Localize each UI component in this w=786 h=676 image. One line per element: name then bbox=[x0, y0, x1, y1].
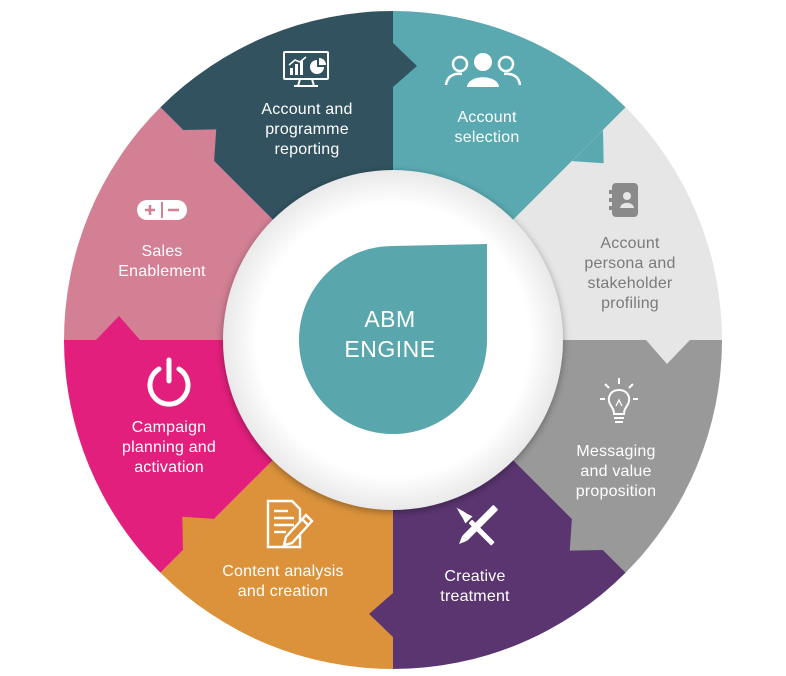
label-line: Sales bbox=[141, 243, 182, 260]
label-line: Campaign bbox=[132, 419, 207, 436]
address-book-icon bbox=[609, 183, 638, 217]
segments-layer bbox=[63, 10, 723, 670]
segment-label-account-selection: Account selection bbox=[455, 109, 520, 146]
power-icon bbox=[147, 357, 191, 407]
label-line: Account bbox=[600, 235, 660, 252]
label-line: Account and bbox=[261, 101, 352, 118]
label-line: selection bbox=[455, 129, 520, 146]
segment-sales-enablement bbox=[63, 106, 287, 341]
label-line: programme bbox=[265, 121, 349, 138]
segment-campaign-planning-activation bbox=[63, 340, 287, 574]
label-line: Messaging bbox=[576, 443, 655, 460]
segment-label-account-persona-profiling: Account persona and stakeholder profilin… bbox=[584, 235, 675, 312]
dashboard-monitor-icon bbox=[283, 51, 329, 87]
lightbulb-icon bbox=[600, 378, 638, 423]
label-line: profiling bbox=[601, 295, 659, 312]
tab-content-analysis-creation bbox=[182, 516, 215, 551]
label-line: reporting bbox=[275, 141, 340, 158]
tab-campaign-planning-activation bbox=[96, 316, 140, 340]
plus-minus-pill-icon bbox=[137, 200, 187, 220]
connector-tabs bbox=[96, 43, 690, 637]
segment-label-account-programme-reporting: Account and programme reporting bbox=[261, 101, 352, 158]
segment-content-analysis-creation bbox=[159, 446, 393, 670]
segment-label-campaign-planning-activation: Campaign planning and activation bbox=[122, 419, 216, 476]
label-line: persona and bbox=[584, 255, 675, 272]
tab-messaging-value-proposition bbox=[569, 518, 604, 551]
label-line: Account bbox=[457, 109, 517, 126]
tab-sales-enablement bbox=[182, 129, 217, 162]
label-line: treatment bbox=[440, 588, 510, 605]
pencil-brush-icon bbox=[456, 505, 498, 546]
segment-label-messaging-value-proposition: Messaging and value proposition bbox=[576, 443, 656, 500]
label-line: proposition bbox=[576, 483, 656, 500]
tab-account-programme-reporting bbox=[393, 43, 417, 87]
label-line: planning and bbox=[122, 439, 216, 456]
center-title-line-2: ENGINE bbox=[344, 336, 435, 362]
segment-account-programme-reporting bbox=[159, 10, 393, 234]
label-line: activation bbox=[134, 459, 204, 476]
label-line: and value bbox=[580, 463, 651, 480]
segment-account-persona-profiling bbox=[499, 106, 723, 341]
segment-account-selection bbox=[393, 10, 627, 234]
segment-label-content-analysis-creation: Content analysis and creation bbox=[222, 563, 344, 600]
segment-messaging-value-proposition bbox=[499, 340, 723, 574]
segment-creative-treatment bbox=[393, 446, 627, 670]
segment-label-sales-enablement: Sales Enablement bbox=[118, 243, 206, 280]
center-title-line-1: ABM bbox=[364, 306, 415, 332]
label-line: Content analysis bbox=[222, 563, 344, 580]
tab-account-persona-profiling bbox=[646, 340, 690, 364]
segment-label-creative-treatment: Creative treatment bbox=[440, 568, 510, 605]
label-line: Enablement bbox=[118, 263, 206, 280]
people-group-icon bbox=[444, 53, 522, 87]
label-line: stakeholder bbox=[588, 275, 673, 292]
tab-account-selection bbox=[571, 129, 604, 164]
center-drop bbox=[299, 244, 487, 434]
tab-creative-treatment bbox=[369, 593, 393, 637]
label-line: and creation bbox=[238, 583, 328, 600]
document-edit-icon bbox=[266, 499, 314, 549]
label-line: Creative bbox=[444, 568, 505, 585]
